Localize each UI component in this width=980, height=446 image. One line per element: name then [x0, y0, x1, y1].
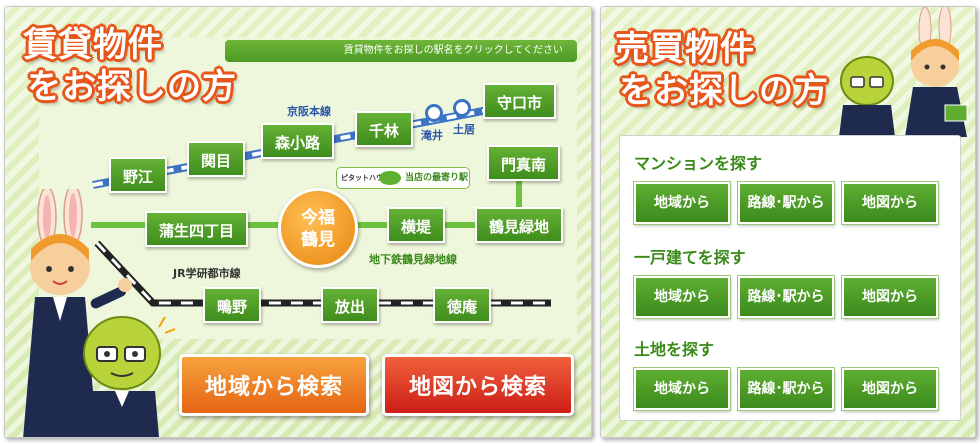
nearest-station-text: 当店の最寄り駅 [405, 173, 469, 183]
rent-title-line1: 賃貸物件 [23, 25, 163, 65]
station-dot-takii[interactable] [425, 104, 443, 122]
station-doi[interactable]: 土居 [453, 123, 475, 136]
section-title-house: 一戸建てを探す [634, 248, 746, 267]
land-map-button[interactable]: 地図から [842, 368, 938, 410]
mansion-route-button[interactable]: 路線･駅から [738, 182, 834, 224]
land-route-button[interactable]: 路線･駅から [738, 368, 834, 410]
sale-mascots-icon [839, 7, 968, 137]
station-moriguchishi[interactable]: 守口市 [483, 83, 557, 119]
sale-title-line1: 売買物件 [615, 29, 755, 69]
area-search-button[interactable]: 地域から検索 [179, 354, 369, 416]
house-route-button[interactable]: 路線･駅から [738, 276, 834, 318]
map-instruction: 賃貸物件をお探しの駅名をクリックしてください [225, 40, 577, 62]
station-tsurumiryokuchi[interactable]: 鶴見緑地 [475, 207, 564, 243]
station-senbayashi[interactable]: 千林 [355, 111, 414, 147]
jr-line-label: JR学研都市線 [173, 267, 241, 280]
subway-line-label: 地下鉄鶴見緑地線 [369, 253, 457, 266]
station-takii[interactable]: 滝井 [421, 129, 443, 142]
station-dot-doi[interactable] [453, 99, 471, 117]
station-morishoji[interactable]: 森小路 [261, 123, 335, 159]
sale-title-line2: をお探しの方 [619, 71, 829, 111]
station-yokozutsumi[interactable]: 横堤 [387, 207, 446, 243]
rabbit-mascot-icon [23, 189, 132, 437]
rent-title-line2: をお探しの方 [27, 67, 237, 107]
pitat-house-logo: ピタットハウス [341, 174, 390, 182]
map-search-button[interactable]: 地図から検索 [382, 354, 574, 416]
sale-panel: 売買物件 をお探しの方 マンションを探す 地域から 路線･駅から 地図から 一戸… [600, 6, 976, 438]
mansion-map-button[interactable]: 地図から [842, 182, 938, 224]
hub-line2: 鶴見 [301, 230, 335, 250]
rent-panel: 賃貸物件をお探しの駅名をクリックしてください 賃貸物件 をお探しの方 京阪本線 … [4, 6, 592, 438]
section-title-mansion: マンションを探す [634, 154, 763, 173]
house-area-button[interactable]: 地域から [634, 276, 730, 318]
station-kadomaminami[interactable]: 門真南 [487, 145, 561, 181]
jr-line [94, 240, 551, 307]
station-gamo[interactable]: 蒲生四丁目 [145, 211, 249, 247]
mansion-area-button[interactable]: 地域から [634, 182, 730, 224]
station-noe[interactable]: 野江 [109, 157, 168, 193]
station-tokuan[interactable]: 徳庵 [433, 287, 492, 323]
section-title-land: 土地を探す [634, 340, 715, 359]
keihan-line-label: 京阪本線 [287, 105, 331, 118]
leaf-icon [379, 171, 401, 185]
land-area-button[interactable]: 地域から [634, 368, 730, 410]
sale-search-box: マンションを探す 地域から 路線･駅から 地図から 一戸建てを探す 地域から 路… [619, 135, 961, 421]
nearest-station-bubble: ピタットハウス 当店の最寄り駅 [336, 167, 470, 189]
hub-line1: 今福 [301, 208, 335, 228]
station-shigino[interactable]: 鴫野 [203, 287, 262, 323]
station-sekime[interactable]: 関目 [187, 141, 246, 177]
station-hanaten[interactable]: 放出 [321, 287, 380, 323]
station-imafuku-tsurumi[interactable]: 今福 鶴見 [278, 188, 358, 268]
house-map-button[interactable]: 地図から [842, 276, 938, 318]
turtle-mascot-icon [83, 316, 176, 437]
